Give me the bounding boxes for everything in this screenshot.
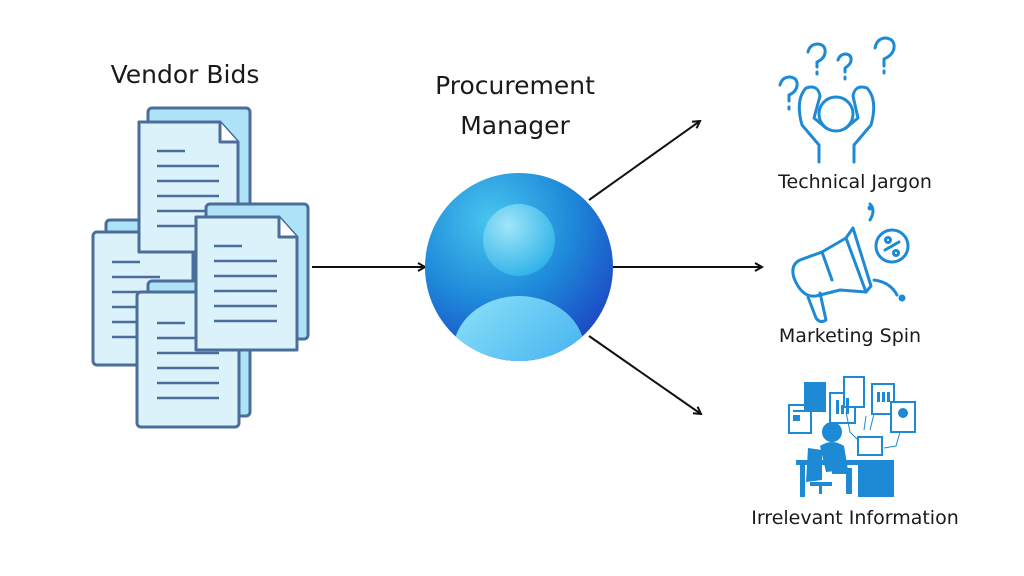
confused-person-icon (778, 36, 896, 164)
document-stack-icon (91, 106, 310, 429)
arrows (312, 121, 762, 414)
information-overload-icon (788, 376, 916, 497)
megaphone-discount-icon (791, 202, 910, 324)
procurement-manager-label-line1: Procurement (435, 71, 595, 100)
marketing-spin-label: Marketing Spin (778, 325, 922, 347)
procurement-manager-label: Procurement Manager (395, 66, 635, 146)
irrelevant-information-label: Irrelevant Information (751, 507, 959, 529)
user-avatar-icon (425, 173, 613, 361)
technical-jargon-label: Technical Jargon (778, 171, 932, 193)
arrow-to-technical-jargon (588, 121, 700, 201)
arrow-to-irrelevant-information (588, 335, 701, 414)
document-icon (194, 202, 310, 352)
procurement-manager-label-line2: Manager (460, 111, 570, 140)
vendor-bids-label: Vendor Bids (110, 60, 260, 89)
